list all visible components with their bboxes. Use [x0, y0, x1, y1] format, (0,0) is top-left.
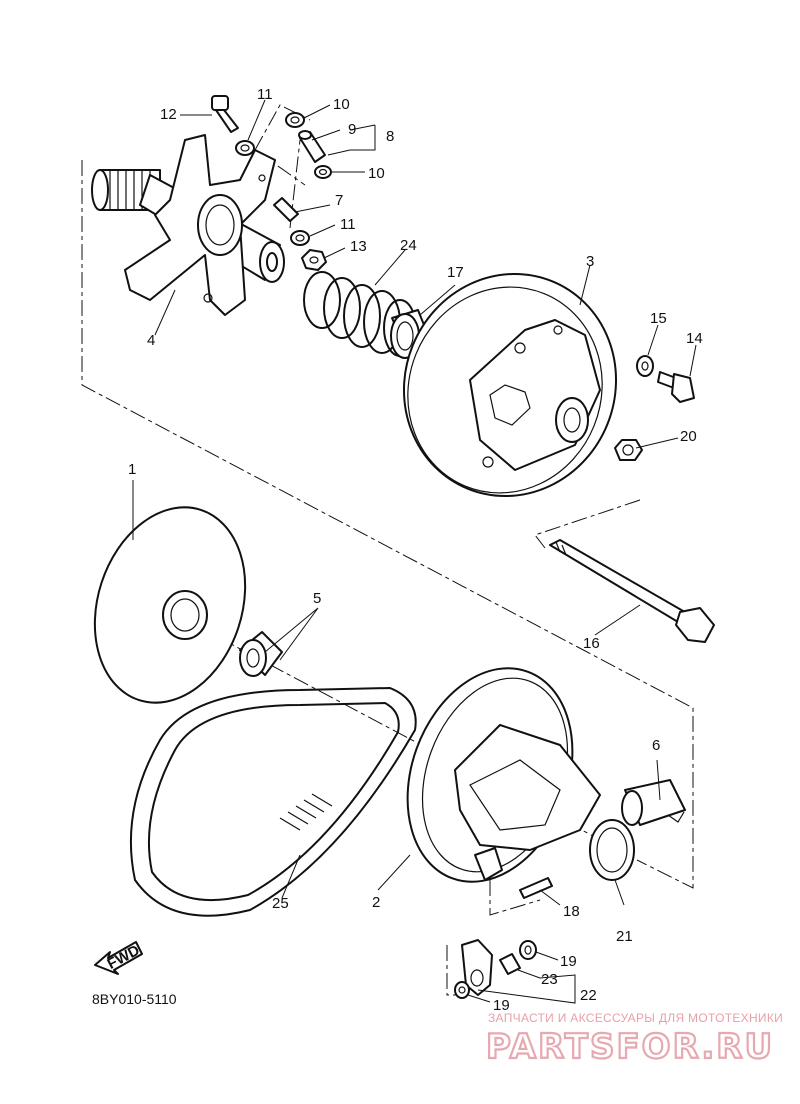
callout-2: 2: [372, 894, 380, 911]
part-10-washer-top: [285, 112, 305, 128]
callout-23: 23: [541, 971, 558, 988]
leader-lines: [132, 99, 697, 1004]
callout-11-bottom: 11: [340, 216, 356, 233]
part-4-shaft-spider: [91, 134, 285, 316]
fwd-label: FWD: [104, 942, 142, 973]
part-20-nut: [614, 439, 643, 461]
callout-5: 5: [313, 590, 321, 607]
callout-9: 9: [348, 121, 356, 138]
callout-10-top: 10: [333, 96, 350, 113]
callout-18: 18: [563, 903, 580, 920]
callout-22: 22: [580, 987, 597, 1004]
part-11-washer-lower: [290, 230, 310, 246]
watermark-tagline: ЗАПЧАСТИ И АКСЕССУАРЫ ДЛЯ МОТОТЕХНИКИ: [488, 1011, 783, 1025]
callout-8: 8: [386, 128, 394, 145]
callout-3: 3: [586, 253, 594, 270]
callout-10-bottom: 10: [368, 165, 385, 182]
callout-19-upper: 19: [560, 953, 577, 970]
callout-11-top: 11: [257, 86, 273, 103]
watermark-logo: PARTSFOR.RU: [486, 1027, 774, 1067]
callout-1: 1: [128, 461, 136, 478]
part-13-nut: [301, 249, 327, 271]
part-16-long-bolt: [549, 539, 715, 643]
callout-20: 20: [680, 428, 697, 445]
callout-15: 15: [650, 310, 667, 327]
callout-labels: 1 2 3 4 5 6 7 8 9 10 10 11 11 12 13 14 1…: [128, 86, 703, 1014]
part-5-bushing: [239, 631, 283, 677]
part-15-washer: [636, 355, 654, 377]
callout-6: 6: [652, 737, 660, 754]
drawing-code: 8BY010-5110: [92, 991, 177, 1007]
part-1-fixed-sheave: [93, 506, 247, 704]
part-19-washer-upper: [519, 940, 537, 960]
fwd-arrow-icon: FWD: [94, 941, 143, 975]
callout-4: 4: [147, 332, 155, 349]
part-23-collar: [499, 953, 521, 975]
callout-7: 7: [335, 192, 343, 209]
part-21-seal: [589, 819, 635, 881]
part-25-belt: [129, 687, 417, 917]
part-19-washer-lower: [454, 981, 470, 999]
part-3-cover: [402, 272, 618, 498]
callout-17: 17: [447, 264, 464, 281]
part-2-movable-sheave: [406, 667, 601, 883]
callout-19-lower: 19: [493, 997, 510, 1014]
part-14-bolt: [657, 371, 695, 403]
part-7-pin: [273, 197, 299, 222]
part-6-sleeve: [621, 779, 686, 826]
callout-16: 16: [583, 635, 600, 652]
part-9-roller: [298, 130, 326, 163]
callout-14: 14: [686, 330, 703, 347]
part-18-pin: [519, 877, 553, 899]
part-12-bolt: [211, 95, 239, 133]
callout-13: 13: [350, 238, 367, 255]
part-10-washer-bottom: [314, 165, 332, 179]
callout-25: 25: [272, 895, 289, 912]
watermark: ЗАПЧАСТИ И АКСЕССУАРЫ ДЛЯ МОТОТЕХНИКИ PA…: [485, 1011, 783, 1068]
callout-21: 21: [616, 928, 633, 945]
callout-24: 24: [400, 237, 417, 254]
part-11-washer-upper: [235, 140, 255, 156]
callout-12: 12: [160, 106, 177, 123]
